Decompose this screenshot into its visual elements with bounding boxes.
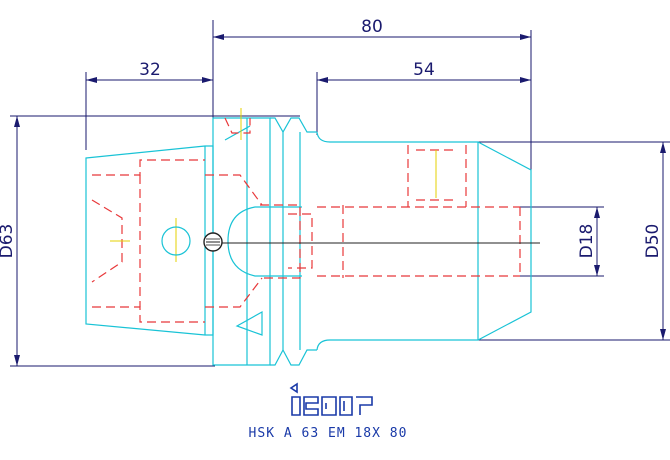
part-code-caption: HSK A 63 EM 18X 80 — [249, 426, 408, 441]
tool-outline — [85, 117, 532, 366]
dimension-shank-length: 32 — [85, 60, 213, 150]
dimension-flange-diameter: D63 — [0, 115, 300, 367]
dimension-label-body-length: 54 — [413, 60, 435, 80]
dimension-label-shank-length: 32 — [139, 60, 161, 80]
hidden-lines — [91, 117, 521, 323]
dimension-body-diameter: D50 — [478, 141, 670, 341]
dimension-label-flange-diameter: D63 — [0, 224, 17, 259]
dimension-bore-diameter: D18 — [520, 206, 604, 277]
centerlines — [110, 108, 437, 262]
brand-logo — [289, 382, 373, 416]
dimension-body-length: 54 — [316, 60, 531, 135]
dimension-label-bore-diameter: D18 — [577, 224, 597, 259]
dimension-label-body-diameter: D50 — [643, 224, 663, 259]
dimension-label-overall-length: 80 — [361, 17, 383, 37]
dimension-overall-length: 80 — [212, 17, 532, 170]
cross-hole-circle — [161, 226, 191, 256]
